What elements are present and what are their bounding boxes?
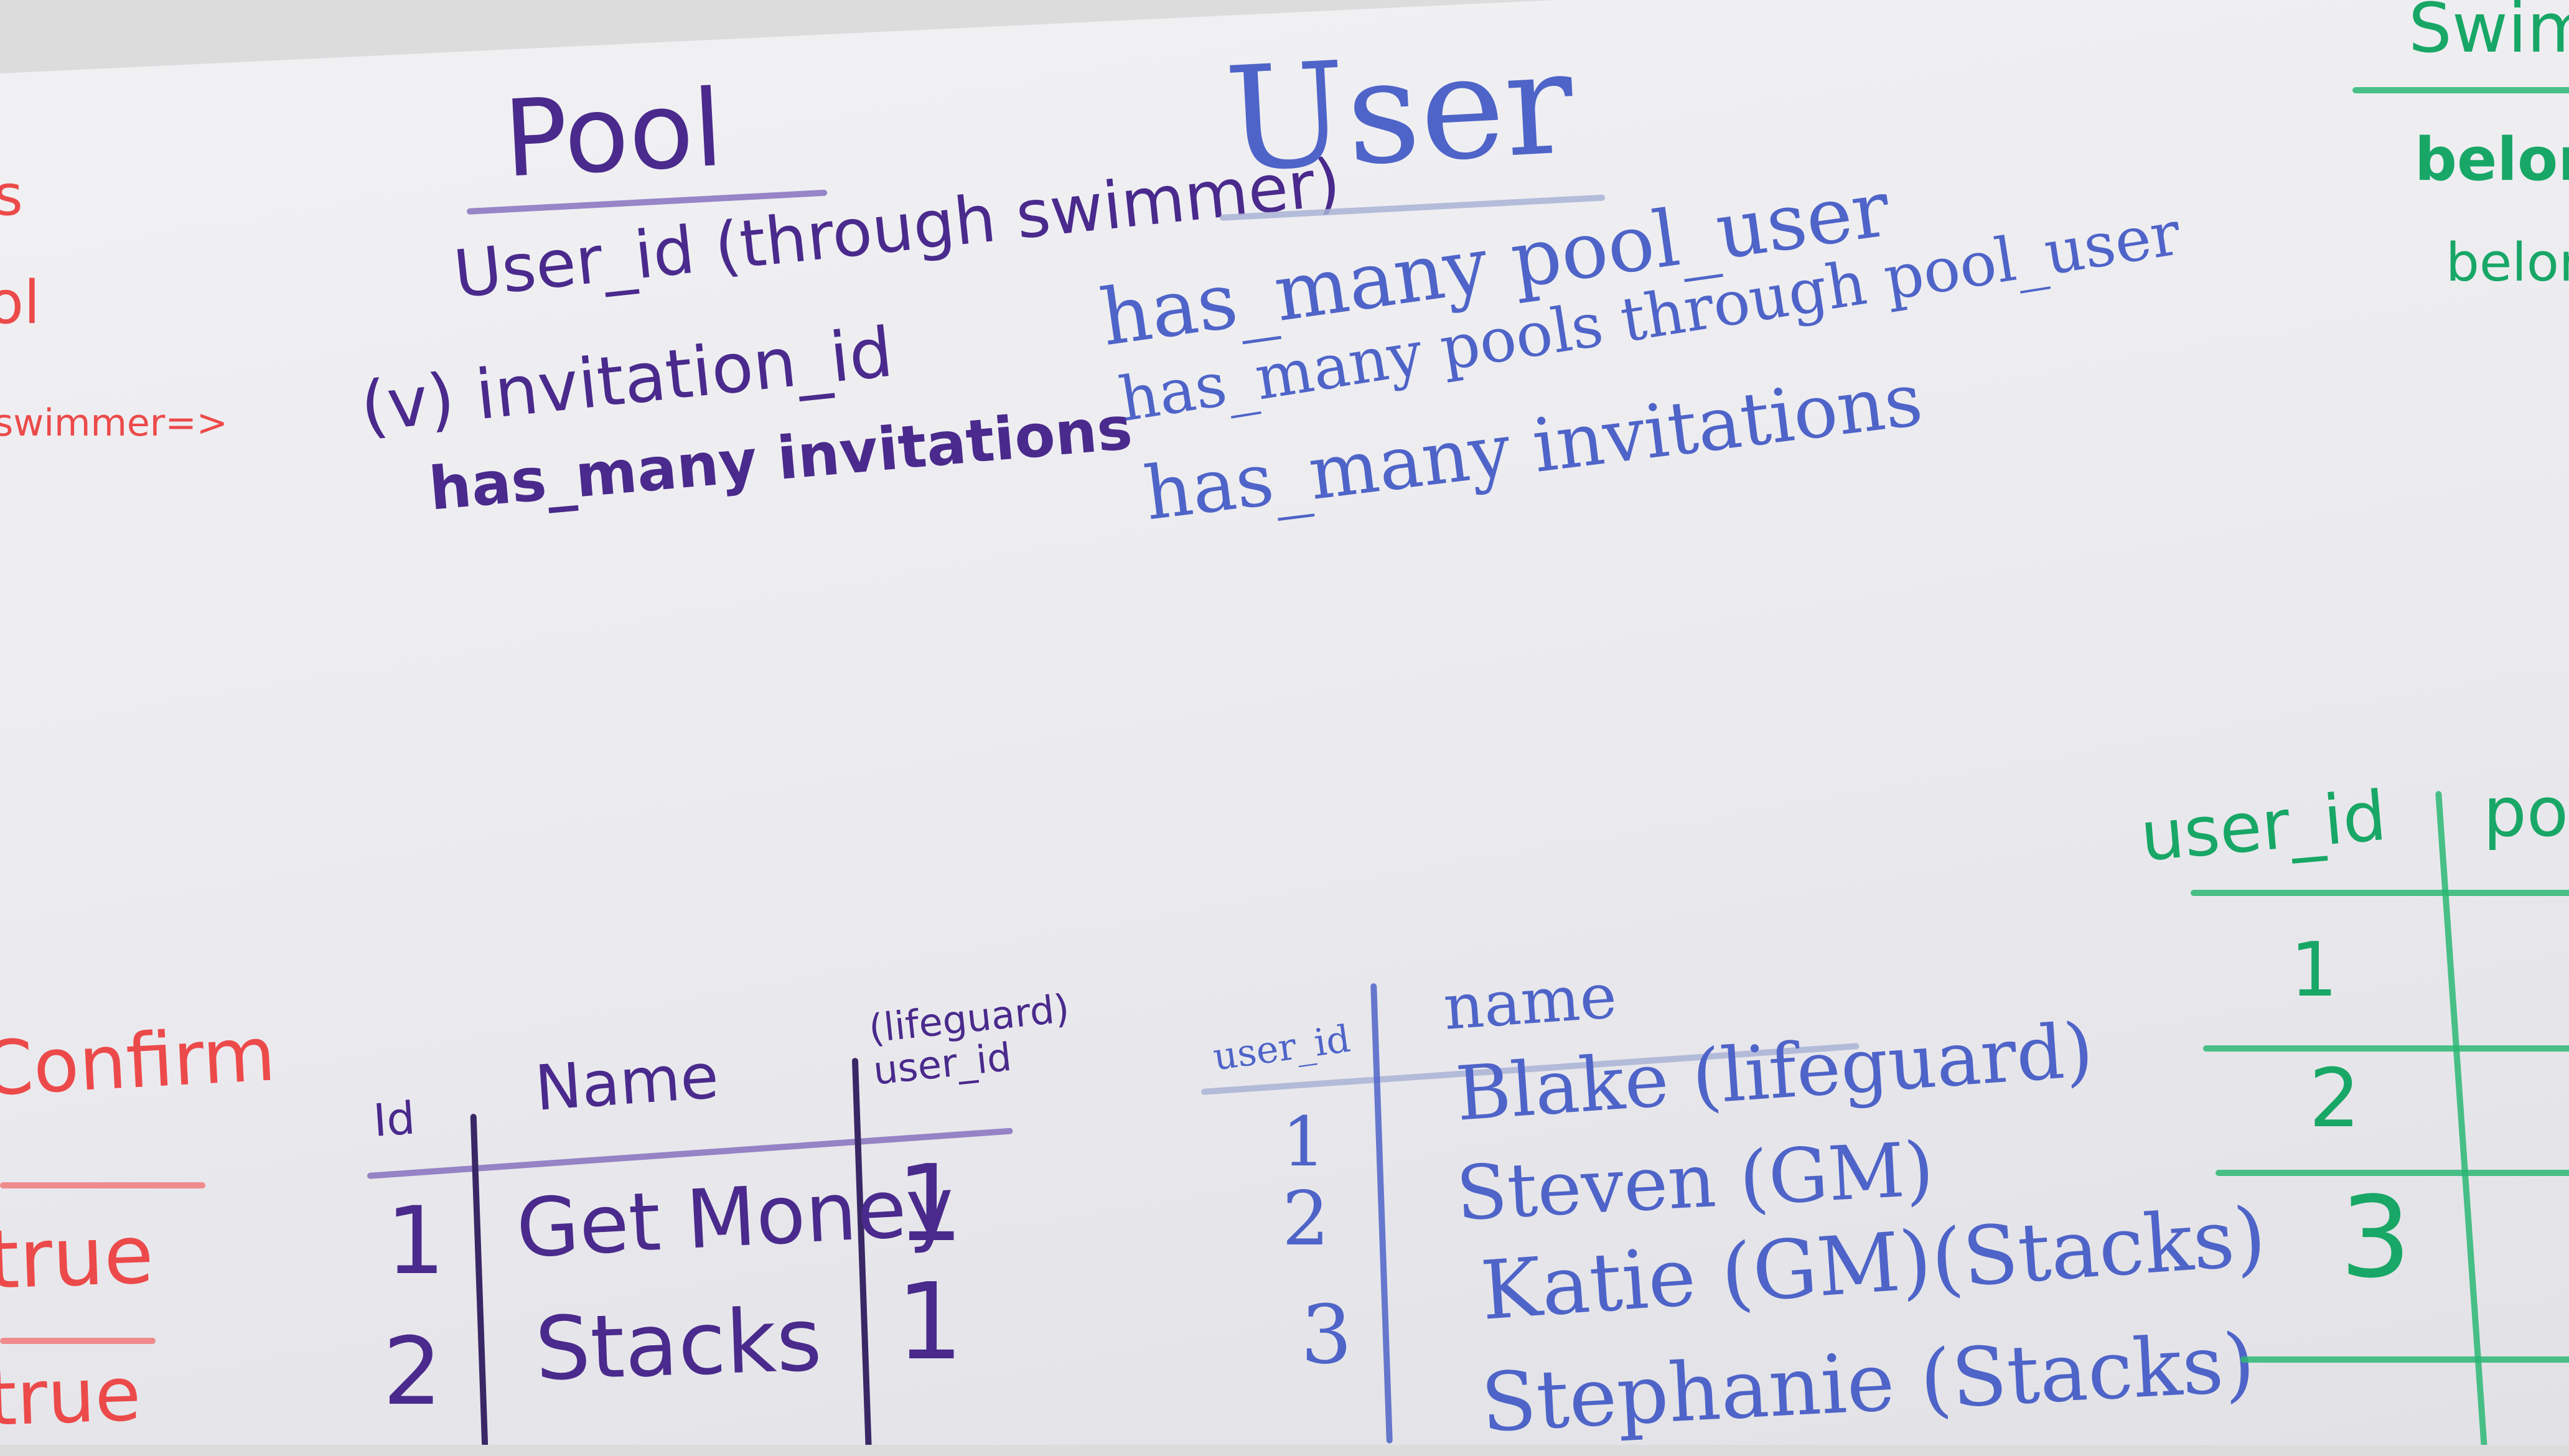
- users-row3-id: 3: [1301, 1287, 1352, 1382]
- right-title-underline: [2352, 87, 2569, 93]
- pools-row1-user-id: 1: [896, 1142, 964, 1266]
- users-divider: [1370, 983, 1393, 1444]
- right-header-user-id: user_id: [2137, 775, 2390, 877]
- left-top-item-2: ol: [0, 269, 40, 337]
- left-confirm-value-2: true: [0, 1351, 143, 1443]
- pools-row1-id: 1: [386, 1187, 446, 1295]
- right-title: Swim: [2408, 0, 2569, 68]
- right-header-po: po: [2483, 772, 2569, 852]
- pools-row2-user-id: 1: [896, 1261, 964, 1384]
- right-item-1: belon: [2415, 126, 2569, 194]
- left-top-item-1: s: [0, 163, 23, 228]
- left-confirm-underline: [0, 1182, 205, 1188]
- right-row-line-3: [2240, 1356, 2569, 1363]
- pools-row1-name: Get Money: [514, 1159, 957, 1276]
- users-row4-name: Stephanie (Stacks): [1479, 1315, 2258, 1450]
- right-value-1: 1: [2290, 927, 2338, 1014]
- user-title: User: [1221, 19, 1578, 204]
- pools-header-name: Name: [532, 1039, 721, 1125]
- pool-title: Pool: [500, 67, 726, 202]
- right-value-3: 3: [2340, 1173, 2412, 1303]
- pools-row2-name: Stacks: [533, 1289, 824, 1401]
- pools-header-id: Id: [372, 1091, 417, 1147]
- users-row1-id: 1: [1282, 1102, 1326, 1182]
- pools-row2-id: 2: [383, 1318, 442, 1426]
- users-row2-id: 2: [1282, 1176, 1330, 1262]
- right-header-underline: [2191, 890, 2569, 896]
- left-confirm-row-line: [0, 1338, 156, 1344]
- pools-header-user-id: (lifeguard) user_id: [866, 985, 1072, 1094]
- users-header-name: name: [1441, 959, 1619, 1044]
- right-row-line-1: [2203, 1045, 2569, 1052]
- left-confirm-header: Confirm: [0, 1011, 278, 1113]
- left-top-item-3: swimmer=>: [0, 401, 228, 445]
- right-row-line-2: [2216, 1170, 2569, 1176]
- left-confirm-value-1: true: [0, 1206, 156, 1307]
- right-item-2: belon: [2446, 232, 2569, 294]
- users-header-user-id: user_id: [1210, 1017, 1353, 1080]
- right-value-2: 2: [2309, 1051, 2361, 1146]
